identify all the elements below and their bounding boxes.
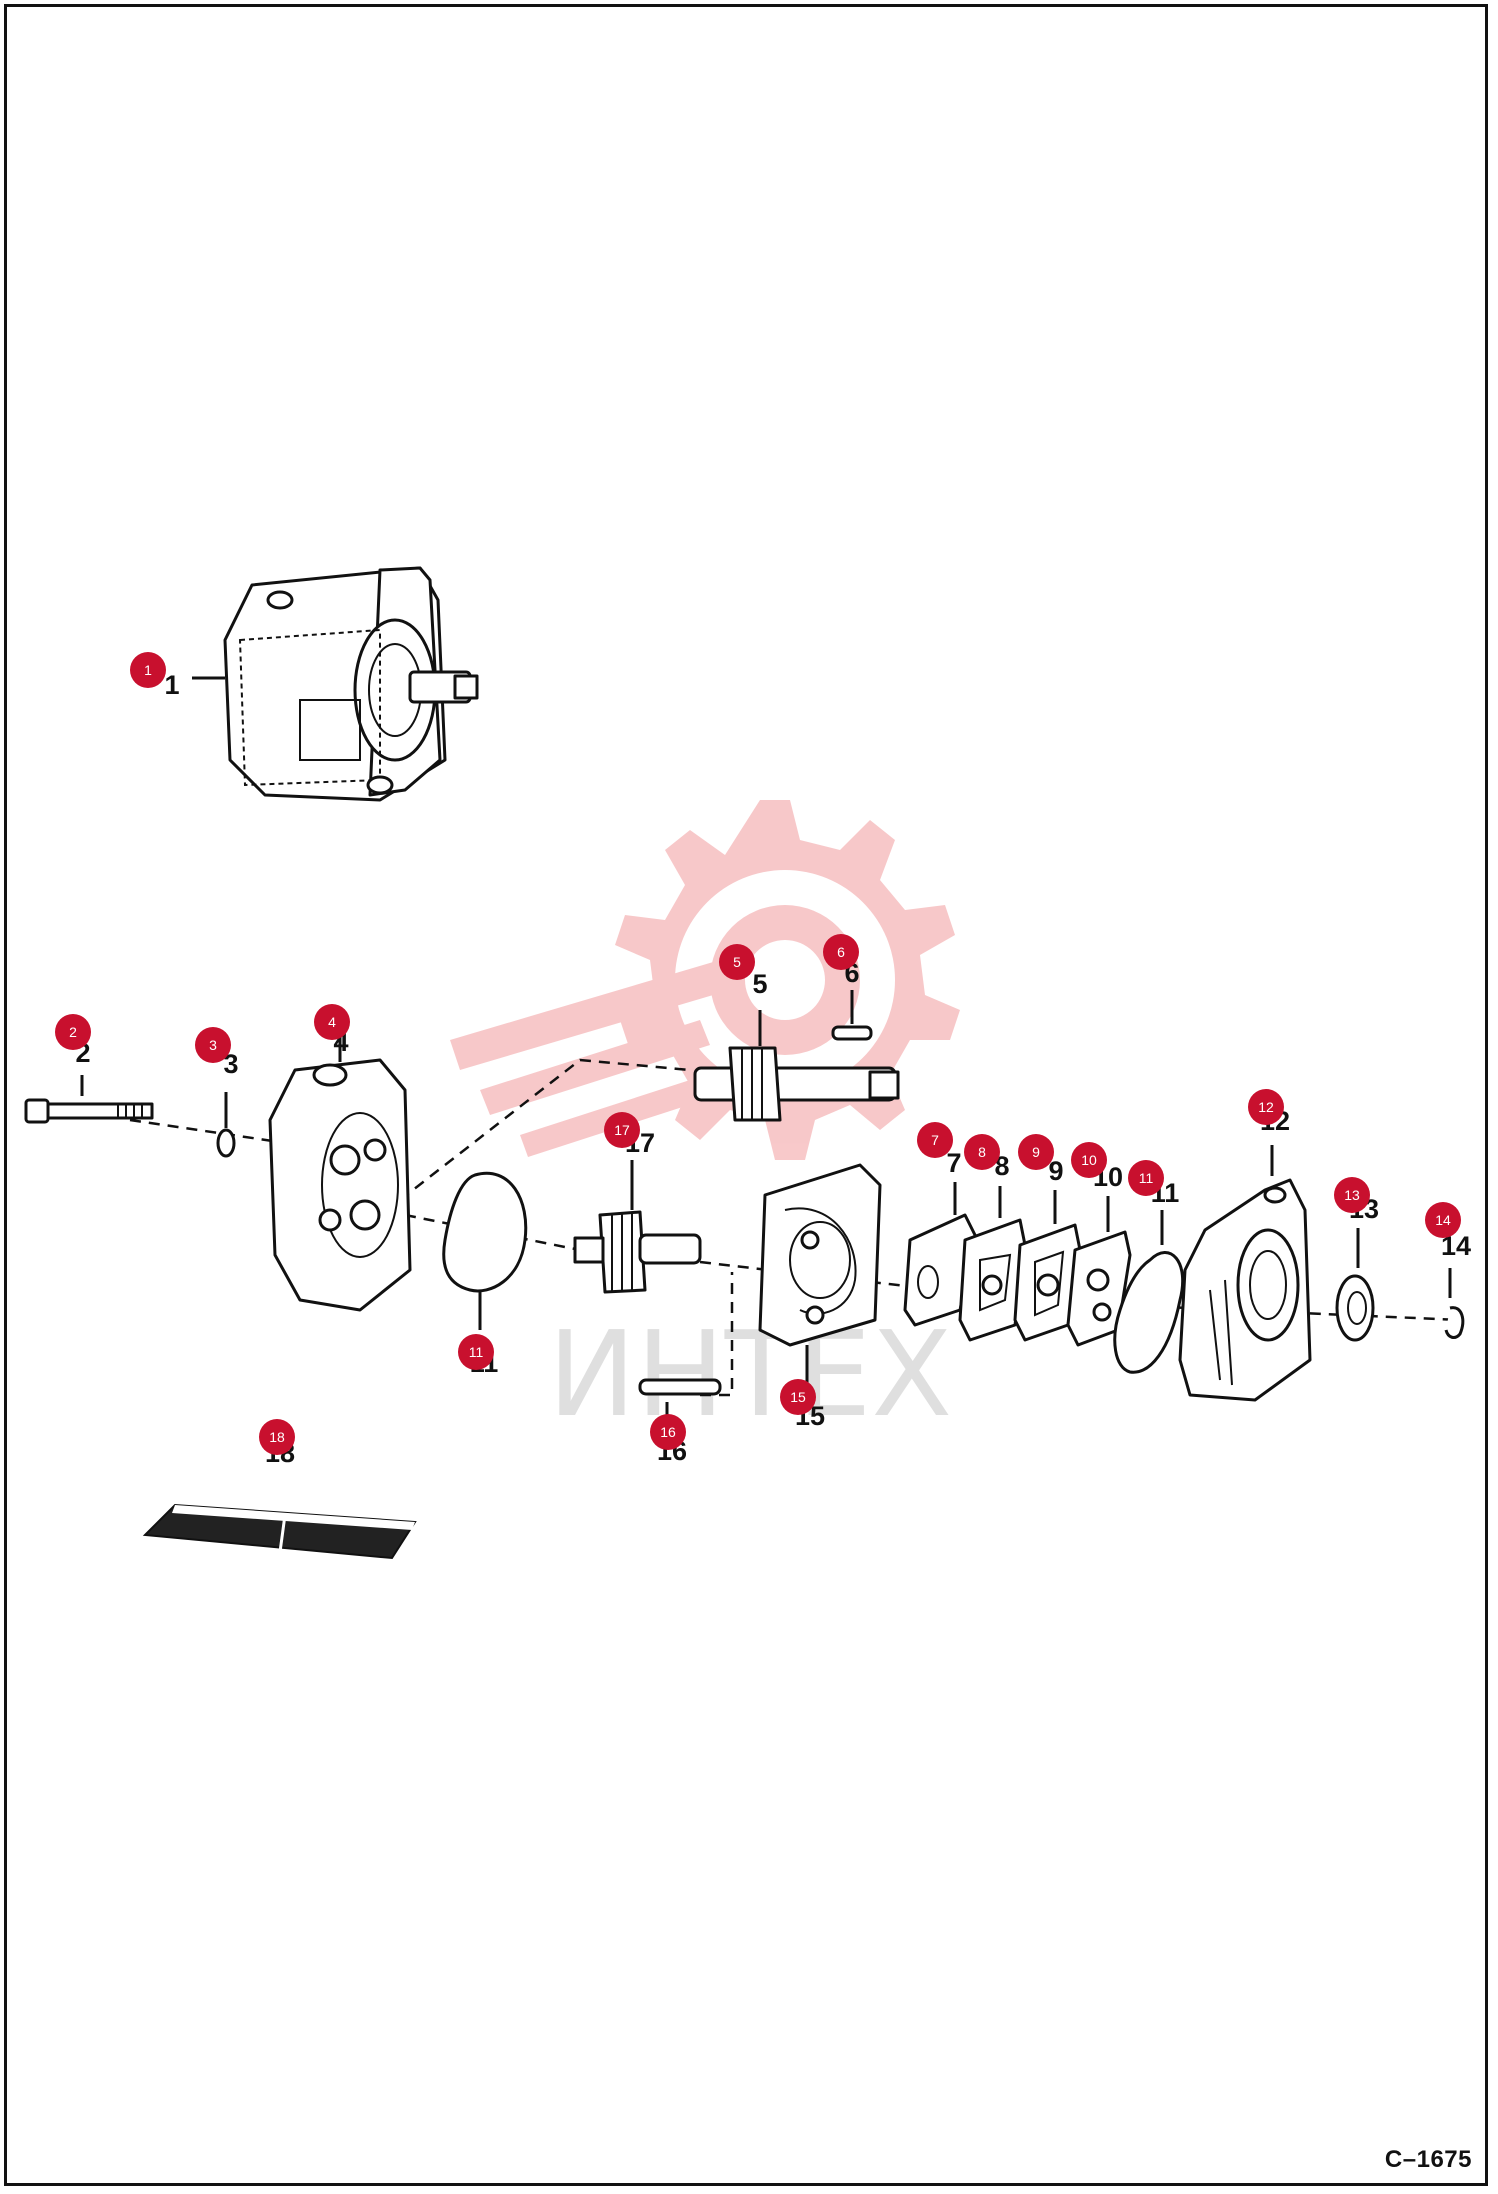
callout-4-bubble[interactable]: 4 (314, 1004, 350, 1040)
callout-1-bubble[interactable]: 1 (130, 652, 166, 688)
callout-7-bubble[interactable]: 7 (917, 1122, 953, 1158)
part-2-bolt (24, 1098, 154, 1124)
callout-number: 14 (1435, 1212, 1451, 1228)
callout-circle[interactable] (1334, 1177, 1370, 1213)
callout-number: 3 (209, 1037, 217, 1053)
callout-number: 16 (660, 1424, 676, 1440)
callout-15-bubble[interactable]: 15 (780, 1379, 816, 1415)
callout-number: 10 (1081, 1152, 1097, 1168)
callout-circle[interactable] (1071, 1142, 1107, 1178)
callout-circle[interactable] (1018, 1134, 1054, 1170)
callout-circle[interactable] (917, 1122, 953, 1158)
part-11-o-ring-right (1113, 1251, 1185, 1374)
callout-number: 7 (931, 1132, 939, 1148)
callout-number: 15 (790, 1389, 806, 1405)
diagram-frame (4, 4, 1488, 2186)
part-16-pin (638, 1378, 722, 1396)
part-15-gear-housing (758, 1163, 882, 1347)
figure-code: C–1675 (1384, 2146, 1472, 2173)
callout-number: 18 (269, 1429, 285, 1445)
part-number-1: 1 (164, 670, 179, 700)
callout-circle[interactable] (314, 1004, 350, 1040)
callout-circle[interactable] (195, 1027, 231, 1063)
part-6-pin (831, 1025, 873, 1041)
callout-14-bubble[interactable]: 14 (1425, 1202, 1461, 1238)
callout-number: 2 (69, 1024, 77, 1040)
part-1-pump-assembly (223, 566, 479, 802)
callout-9-bubble[interactable]: 9 (1018, 1134, 1054, 1170)
callout-circle[interactable] (130, 652, 166, 688)
part-4-front-housing (268, 1058, 412, 1312)
callout-circle[interactable] (719, 944, 755, 980)
callout-number: 4 (328, 1014, 336, 1030)
callout-circle[interactable] (823, 934, 859, 970)
callout-number: 9 (1032, 1144, 1040, 1160)
callout-circle[interactable] (650, 1414, 686, 1450)
watermark-text: ИНТЕХ (548, 1305, 952, 1443)
callout-circle[interactable] (55, 1014, 91, 1050)
callout-3-bubble[interactable]: 3 (195, 1027, 231, 1063)
part-number-7: 7 (946, 1148, 961, 1178)
part-3-washer (216, 1128, 236, 1158)
part-11-o-ring-left (442, 1171, 528, 1293)
callout-number: 17 (614, 1122, 630, 1138)
callout-circle[interactable] (259, 1419, 295, 1455)
part-18-seal-kit (142, 1503, 417, 1560)
callout-number: 12 (1258, 1099, 1274, 1115)
callout-18-bubble[interactable]: 18 (259, 1419, 295, 1455)
callout-8-bubble[interactable]: 8 (964, 1134, 1000, 1170)
part-14-snap-ring (1444, 1306, 1465, 1339)
callout-17-bubble[interactable]: 17 (604, 1112, 640, 1148)
part-5-drive-gear-shaft (693, 1046, 900, 1122)
callout-number: 6 (837, 944, 845, 960)
callout-circle[interactable] (964, 1134, 1000, 1170)
part-9-seal-plate (1013, 1223, 1082, 1342)
callout-circle[interactable] (604, 1112, 640, 1148)
callout-11a-bubble[interactable]: 11 (458, 1334, 494, 1370)
callout-16-bubble[interactable]: 16 (650, 1414, 686, 1450)
callout-number: 13 (1344, 1187, 1360, 1203)
callout-number: 1 (144, 662, 152, 678)
part-8-wear-plate (958, 1218, 1027, 1342)
callout-13-bubble[interactable]: 13 (1334, 1177, 1370, 1213)
callout-number: 11 (469, 1344, 484, 1360)
callout-number: 8 (978, 1144, 986, 1160)
callout-circle[interactable] (458, 1334, 494, 1370)
callout-5-bubble[interactable]: 5 (719, 944, 755, 980)
part-13-shaft-seal (1335, 1274, 1375, 1342)
callout-circle[interactable] (1248, 1089, 1284, 1125)
callout-circle[interactable] (1425, 1202, 1461, 1238)
callout-12-bubble[interactable]: 12 (1248, 1089, 1284, 1125)
callout-circle[interactable] (1128, 1160, 1164, 1196)
part-12-rear-cover (1178, 1178, 1312, 1402)
callout-number: 5 (733, 954, 741, 970)
callout-10-bubble[interactable]: 10 (1071, 1142, 1107, 1178)
callout-11b-bubble[interactable]: 11 (1128, 1160, 1164, 1196)
part-number-5: 5 (752, 969, 767, 999)
part-17-driven-gear (573, 1210, 702, 1294)
callout-6-bubble[interactable]: 6 (823, 934, 859, 970)
watermark: ИНТЕХ (450, 800, 960, 1443)
callout-number: 11 (1139, 1170, 1154, 1186)
callout-circle[interactable] (780, 1379, 816, 1415)
part-number-3: 3 (223, 1049, 238, 1079)
part-number-9: 9 (1048, 1156, 1063, 1186)
callout-2-bubble[interactable]: 2 (55, 1014, 91, 1050)
